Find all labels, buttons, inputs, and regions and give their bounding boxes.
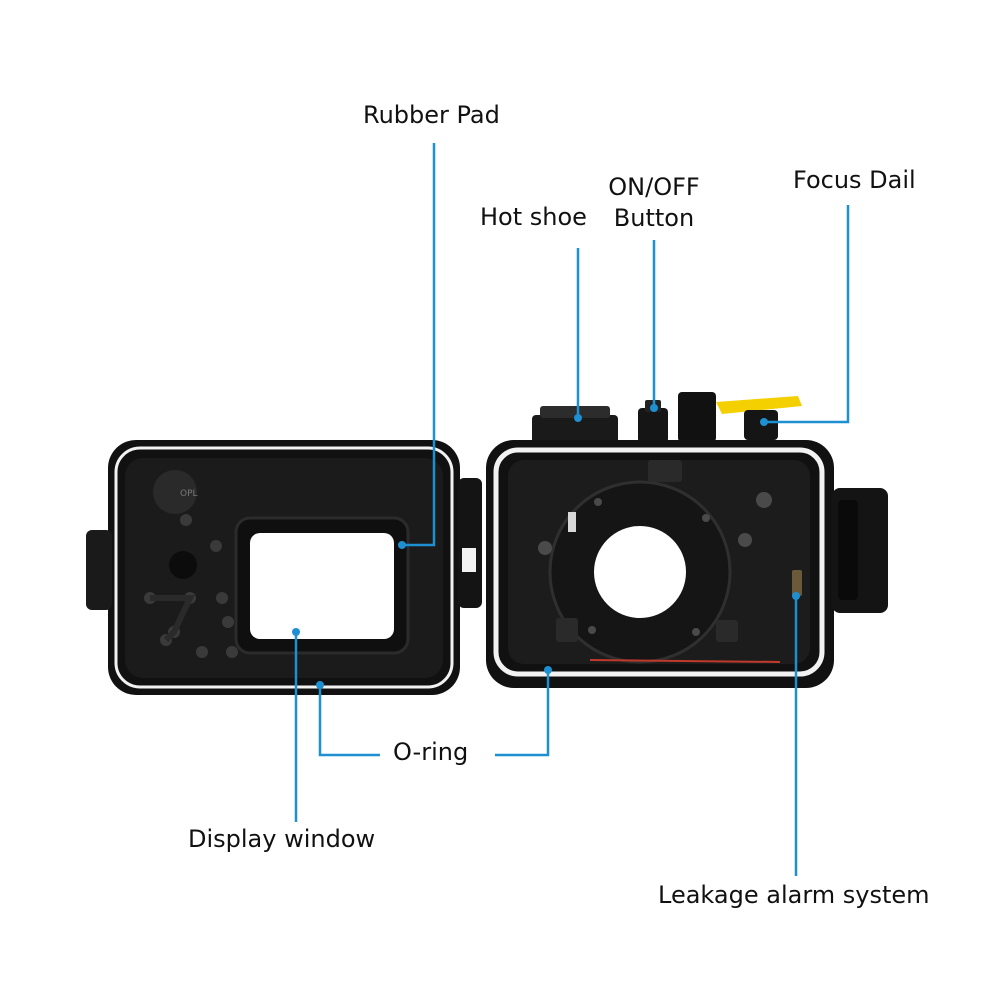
label-leakage-alarm-system: Leakage alarm system xyxy=(658,881,930,909)
label-o-ring: O-ring xyxy=(393,738,469,766)
main-body-panel xyxy=(486,392,888,688)
label-rubber-pad: Rubber Pad xyxy=(363,101,500,129)
label-on-off-button: ON/OFF Button xyxy=(604,172,704,234)
callout-line-o-ring-right xyxy=(495,670,550,757)
label-display-window: Display window xyxy=(188,825,376,853)
callout-line-focus-dial xyxy=(764,205,850,424)
label-on-off-line2: Button xyxy=(613,204,695,233)
label-hot-shoe: Hot shoe xyxy=(480,203,587,231)
callout-line-o-ring-left xyxy=(318,685,380,757)
label-on-off-line1: ON/OFF xyxy=(608,173,700,201)
callout-lines xyxy=(292,143,850,876)
svg-text:OPL: OPL xyxy=(180,489,198,499)
callout-line-rubber-pad xyxy=(402,143,436,547)
back-door-panel: OPL xyxy=(86,440,482,695)
label-focus-dial: Focus Dail xyxy=(793,166,916,194)
